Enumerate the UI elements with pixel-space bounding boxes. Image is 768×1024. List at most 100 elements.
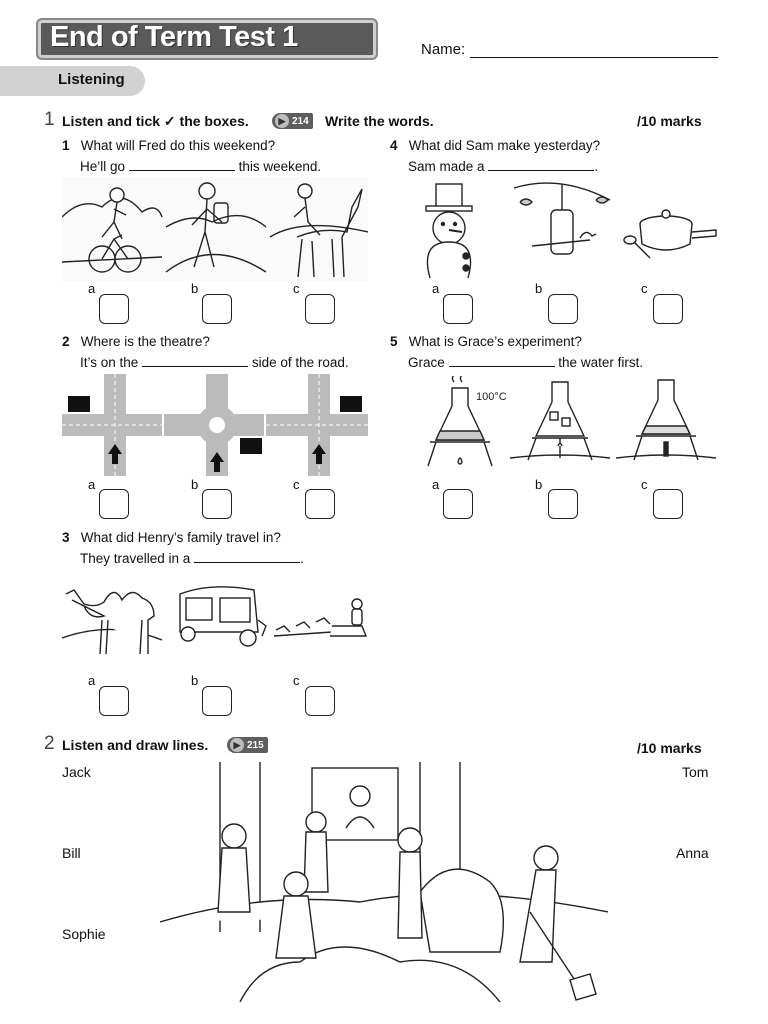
- q5-checkbox-a[interactable]: [443, 489, 473, 519]
- question-text: Where is the theatre?: [80, 334, 210, 349]
- q3-checkbox-b[interactable]: [202, 686, 232, 716]
- answer-line-4: Sam made a .: [408, 158, 598, 174]
- question-text: What will Fred do this weekend?: [80, 138, 276, 153]
- exercise-2-number: 2: [44, 733, 55, 754]
- speaker-icon: ▶: [275, 114, 289, 128]
- question-number: 3: [62, 530, 70, 545]
- option-c-label: c: [293, 281, 300, 296]
- name-bill[interactable]: Bill: [62, 845, 81, 861]
- question-text: What is Grace’s experiment?: [408, 334, 582, 349]
- bird-feeder-picture: [513, 182, 611, 255]
- answer-blank-4[interactable]: [488, 158, 595, 171]
- audio-track-214[interactable]: ▶ 214: [272, 113, 313, 129]
- answer-prefix: They travelled in a: [80, 551, 191, 566]
- question-number: 1: [62, 138, 70, 153]
- boiling-flask-picture: [427, 376, 493, 467]
- answer-suffix: .: [300, 551, 304, 566]
- answer-suffix: the water first.: [558, 355, 644, 370]
- crossroads-map-a: [62, 374, 162, 476]
- q1-checkbox-c[interactable]: [305, 294, 335, 324]
- section-tab: [0, 66, 145, 96]
- roundabout-map-b: [164, 374, 264, 476]
- name-sophie[interactable]: Sophie: [62, 926, 106, 942]
- exercise-1-instruction-b: Write the words.: [325, 113, 434, 129]
- q2-checkbox-a[interactable]: [99, 489, 129, 519]
- answer-blank-3[interactable]: [194, 550, 301, 563]
- q4-checkbox-c[interactable]: [653, 294, 683, 324]
- answer-suffix: side of the road.: [251, 355, 349, 370]
- exercise-2-marks: /10 marks: [637, 740, 702, 756]
- exercise-2-instruction: Listen and draw lines.: [62, 737, 209, 753]
- q3-pictures: [62, 586, 368, 655]
- thermometer-label: 100°C: [476, 391, 507, 403]
- q2-checkbox-b[interactable]: [202, 489, 232, 519]
- saucepan-picture: [623, 209, 717, 259]
- option-c-label: c: [641, 281, 648, 296]
- name-jack[interactable]: Jack: [62, 764, 91, 780]
- option-a-label: a: [432, 477, 440, 492]
- option-c-label: c: [641, 477, 648, 492]
- q3-checkbox-c[interactable]: [305, 686, 335, 716]
- q4-pictures: [425, 182, 717, 279]
- name-anna[interactable]: Anna: [676, 845, 709, 861]
- bike-riding-picture: [62, 187, 163, 273]
- page-title: End of Term Test 1: [50, 21, 298, 53]
- question-text: What did Henry’s family travel in?: [80, 530, 281, 545]
- option-b-label: b: [191, 281, 199, 296]
- option-b-label: b: [191, 477, 199, 492]
- camel-picture: [62, 589, 163, 655]
- water-flask-picture: [615, 379, 717, 461]
- audio-track-number: 214: [292, 115, 309, 127]
- q4-checkbox-a[interactable]: [443, 294, 473, 324]
- snowman-picture: [425, 183, 473, 279]
- name-label: Name:: [421, 41, 466, 58]
- question-number: 4: [390, 138, 398, 153]
- answer-prefix: He’ll go: [80, 159, 126, 174]
- q1-checkbox-b[interactable]: [202, 294, 232, 324]
- name-field[interactable]: [470, 57, 718, 58]
- answer-suffix: .: [594, 159, 599, 174]
- q1-pictures: [62, 177, 368, 281]
- hiking-picture: [165, 182, 267, 273]
- answer-prefix: Grace: [408, 355, 445, 370]
- q5-checkbox-c[interactable]: [653, 489, 683, 519]
- q1-checkbox-a[interactable]: [99, 294, 129, 324]
- question-1: 1 What will Fred do this weekend?: [62, 138, 275, 153]
- option-c-label: c: [293, 673, 300, 688]
- answer-suffix: this weekend.: [238, 159, 322, 174]
- q5-pictures: 100°C: [427, 376, 717, 467]
- q3-checkbox-a[interactable]: [99, 686, 129, 716]
- option-a-label: a: [88, 281, 96, 296]
- question-3: 3 What did Henry’s family travel in?: [62, 530, 281, 545]
- dog-sled-picture: [273, 598, 368, 637]
- q2-checkbox-c[interactable]: [305, 489, 335, 519]
- section-label: Listening: [58, 71, 125, 88]
- question-5: 5 What is Grace’s experiment?: [390, 334, 582, 349]
- question-number: 5: [390, 334, 398, 349]
- q4-checkbox-b[interactable]: [548, 294, 578, 324]
- title-banner: [38, 20, 376, 58]
- answer-line-1: He’ll go this weekend.: [80, 158, 321, 174]
- answer-blank-1[interactable]: [128, 158, 235, 171]
- option-c-label: c: [293, 477, 300, 492]
- audio-track-number: 215: [247, 739, 264, 751]
- ice-flask-picture: [509, 381, 611, 461]
- snow-scene-picture: [160, 762, 608, 1002]
- q5-checkbox-b[interactable]: [548, 489, 578, 519]
- option-a-label: a: [88, 477, 96, 492]
- option-a-label: a: [88, 673, 96, 688]
- option-a-label: a: [432, 281, 440, 296]
- horse-riding-picture: [269, 183, 368, 278]
- answer-prefix: It’s on the: [80, 355, 139, 370]
- q2-pictures: [62, 374, 368, 476]
- question-4: 4 What did Sam make yesterday?: [390, 138, 600, 153]
- answer-blank-5[interactable]: [448, 354, 555, 367]
- name-tom[interactable]: Tom: [682, 764, 709, 780]
- answer-prefix: Sam made a: [408, 159, 485, 174]
- option-b-label: b: [535, 477, 543, 492]
- exercise-1-number: 1: [44, 109, 55, 130]
- audio-track-215[interactable]: ▶ 215: [227, 737, 268, 753]
- answer-blank-2[interactable]: [142, 354, 249, 367]
- exercise-1-marks: /10 marks: [637, 113, 702, 129]
- crossroads-map-c: [266, 374, 368, 476]
